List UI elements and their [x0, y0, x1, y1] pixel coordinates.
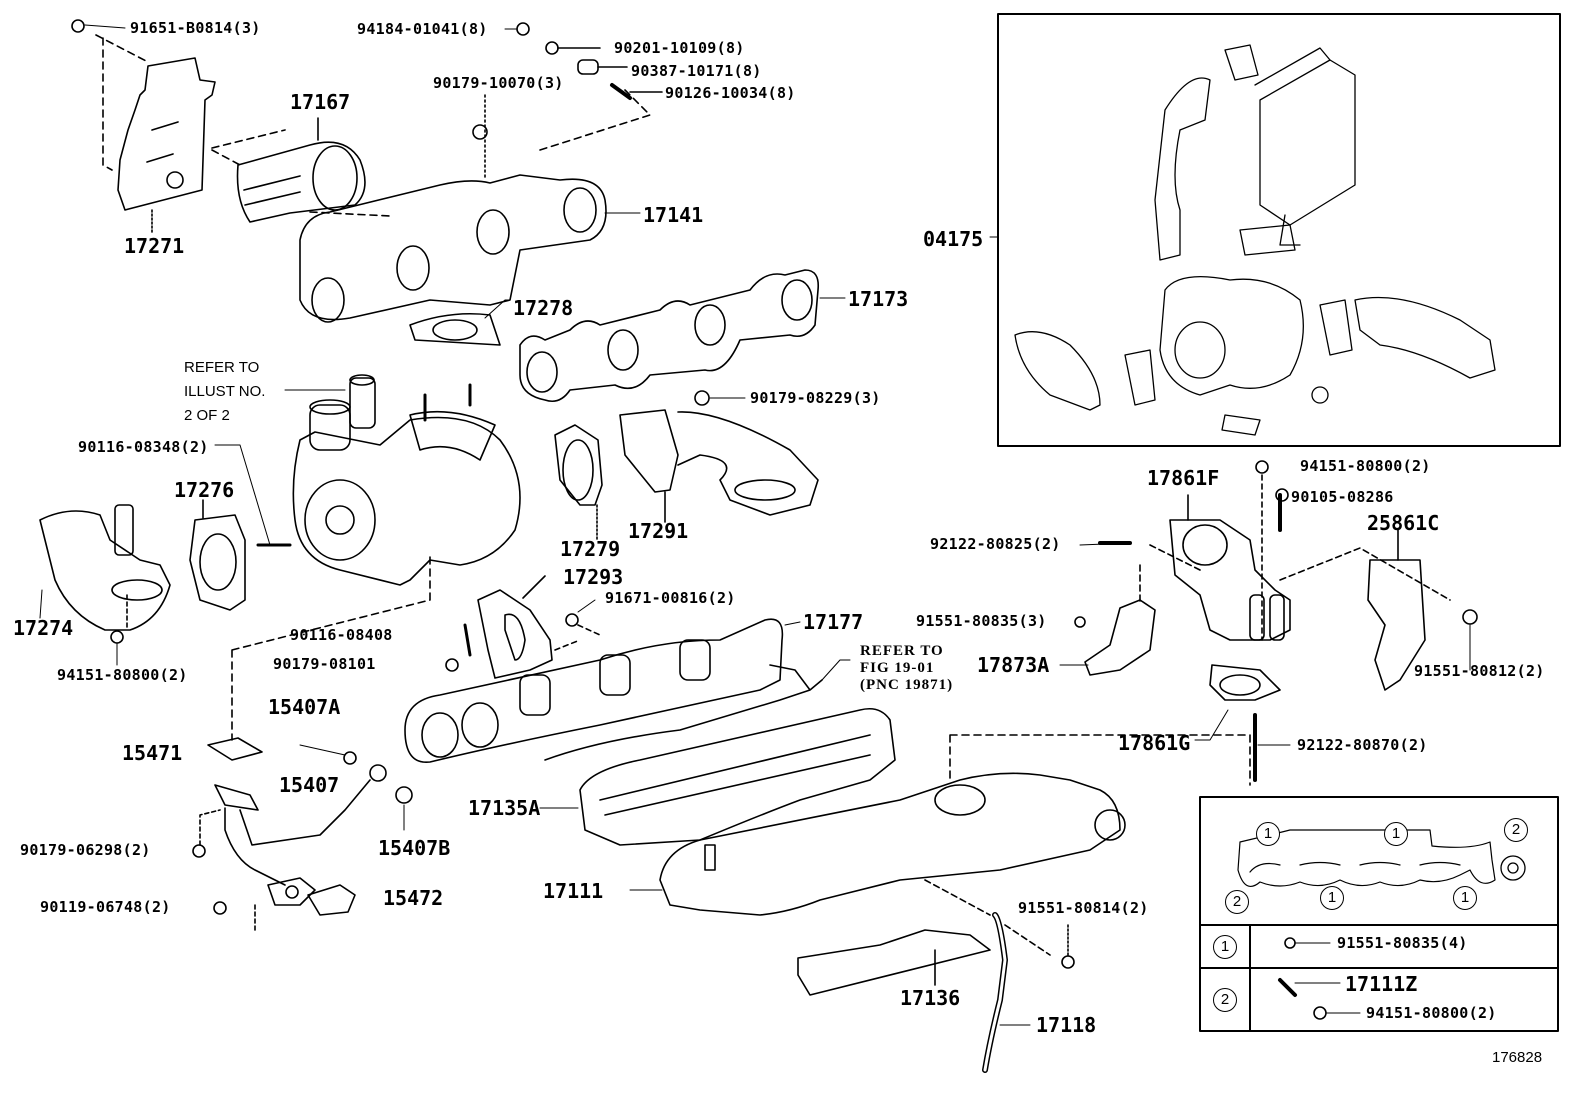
note-line: REFER TO [184, 359, 260, 376]
callout-17861G[interactable]: 17861G [1118, 731, 1191, 755]
gasket-17177 [404, 618, 801, 763]
illustration-reference-number: 176828 [1492, 1049, 1543, 1066]
callout-17291[interactable]: 17291 [628, 519, 689, 543]
callout-94151-80800-turbo[interactable]: 94151-80800(2) [57, 666, 188, 684]
callout-17111[interactable]: 17111 [543, 879, 604, 903]
callout-90179-10070[interactable]: 90179-10070(3) [433, 74, 564, 92]
exhaust-manifold-17141 [299, 174, 641, 323]
egr-valve-17861F [1169, 519, 1291, 641]
callout-17141[interactable]: 17141 [643, 203, 704, 227]
gasket-17173 [519, 269, 846, 403]
insulator-17167 [236, 117, 366, 223]
callout-91551-80835[interactable]: 91551-80835(3) [916, 612, 1047, 630]
callout-90105-08286[interactable]: 90105-08286 [1291, 488, 1394, 506]
callout-04175[interactable]: 04175 [923, 227, 984, 251]
kit-intercooler [1259, 59, 1356, 226]
callout-90116-08408[interactable]: 90116-08408 [290, 626, 393, 644]
callout-90387-10171[interactable]: 90387-10171(8) [631, 62, 762, 80]
callout-17167[interactable]: 17167 [290, 90, 351, 114]
legend-part-94151-80800[interactable]: 94151-80800(2) [1366, 1004, 1497, 1022]
gasket-17276 [189, 514, 246, 611]
callout-17271[interactable]: 17271 [124, 234, 185, 258]
callout-17279[interactable]: 17279 [560, 537, 621, 561]
legend-table [1199, 796, 1559, 1032]
callout-90201-10109[interactable]: 90201-10109(8) [614, 39, 745, 57]
legend-marker: 1 [1384, 822, 1408, 846]
elbow-17274 [39, 504, 171, 631]
legend-marker: 1 [1320, 886, 1344, 910]
turbocharger-17201 [284, 374, 521, 586]
callout-90116-08348[interactable]: 90116-08348(2) [78, 438, 209, 456]
legend-row-marker: 1 [1213, 935, 1237, 959]
callout-90179-08229[interactable]: 90179-08229(3) [750, 389, 881, 407]
legend-row-marker: 2 [1213, 988, 1237, 1012]
callout-90179-06298[interactable]: 90179-06298(2) [20, 841, 151, 859]
callout-17118[interactable]: 17118 [1036, 1013, 1097, 1037]
callout-25861C[interactable]: 25861C [1367, 511, 1440, 535]
legend-marker: 2 [1504, 818, 1528, 842]
kit-hose [1154, 77, 1211, 261]
gasket-17278 [409, 312, 501, 346]
note-line: 2 OF 2 [184, 407, 230, 424]
callout-17136[interactable]: 17136 [900, 986, 961, 1010]
callout-91651-B0814[interactable]: 91651-B0814(3) [130, 19, 261, 37]
callout-91551-80814[interactable]: 91551-80814(2) [1018, 899, 1149, 917]
legend-gasket-outline [1237, 829, 1496, 888]
note-refer-fig: REFER TO FIG 19-01 (PNC 19871) [860, 643, 953, 694]
callout-15471[interactable]: 15471 [122, 741, 183, 765]
callout-15407[interactable]: 15407 [279, 773, 340, 797]
callout-17278[interactable]: 17278 [513, 296, 574, 320]
callout-94151-80800-egr[interactable]: 94151-80800(2) [1300, 457, 1431, 475]
legend-part-91551-80835[interactable]: 91551-80835(4) [1337, 934, 1468, 952]
callout-17276[interactable]: 17276 [174, 478, 235, 502]
callout-94184-01041[interactable]: 94184-01041(8) [357, 20, 488, 38]
callout-15472[interactable]: 15472 [383, 886, 444, 910]
gasket-15471 [207, 737, 263, 761]
callout-92122-80870[interactable]: 92122-80870(2) [1297, 736, 1428, 754]
callout-17177[interactable]: 17177 [803, 610, 864, 634]
callout-17274[interactable]: 17274 [13, 616, 74, 640]
callout-90179-08101[interactable]: 90179-08101 [273, 655, 376, 673]
note-line: (PNC 19871) [860, 677, 954, 693]
callout-17173[interactable]: 17173 [848, 287, 909, 311]
callout-92122-80825[interactable]: 92122-80825(2) [930, 535, 1061, 553]
kit-inlet-elbow [1014, 331, 1101, 411]
gasket-17861G [1209, 664, 1281, 701]
note-line: FIG 19-01 [860, 660, 935, 676]
oil-pipe-15407 [214, 764, 387, 906]
callout-90119-06748[interactable]: 90119-06748(2) [40, 898, 171, 916]
legend-part-17111Z[interactable]: 17111Z [1345, 972, 1418, 996]
kit-outlet-elbow [1354, 296, 1496, 379]
bracket-17873A [1084, 599, 1156, 676]
gasket-17279 [554, 424, 603, 506]
heat-insulator-17271 [117, 57, 216, 234]
legend-marker: 1 [1256, 822, 1280, 846]
gasket-15472 [307, 884, 356, 916]
callout-90126-10034[interactable]: 90126-10034(8) [665, 84, 796, 102]
callout-17135A[interactable]: 17135A [468, 796, 541, 820]
bracket-25861C [1367, 559, 1426, 691]
callout-15407B[interactable]: 15407B [378, 836, 451, 860]
bracket-17293 [477, 575, 553, 679]
callout-17873A[interactable]: 17873A [977, 653, 1050, 677]
intake-manifold-17111 [629, 772, 1126, 916]
callout-17861F[interactable]: 17861F [1147, 466, 1220, 490]
cover-17136 [797, 929, 991, 996]
legend-marker: 1 [1453, 886, 1477, 910]
note-refer-illust: REFER TO ILLUST NO. 2 OF 2 [184, 356, 265, 428]
callout-91671-00816[interactable]: 91671-00816(2) [605, 589, 736, 607]
exhaust-pipe-17291 [619, 409, 819, 523]
note-line: REFER TO [860, 643, 944, 659]
kit-box-04175 [997, 13, 1561, 447]
legend-marker: 2 [1225, 890, 1249, 914]
callout-17293[interactable]: 17293 [563, 565, 624, 589]
kit-turbocharger [1159, 276, 1304, 396]
callout-15407A[interactable]: 15407A [268, 695, 341, 719]
callout-91551-80812[interactable]: 91551-80812(2) [1414, 662, 1545, 680]
note-line: ILLUST NO. [184, 383, 266, 400]
intake-manifold-17135A [579, 707, 896, 846]
union-15407B [395, 786, 413, 804]
